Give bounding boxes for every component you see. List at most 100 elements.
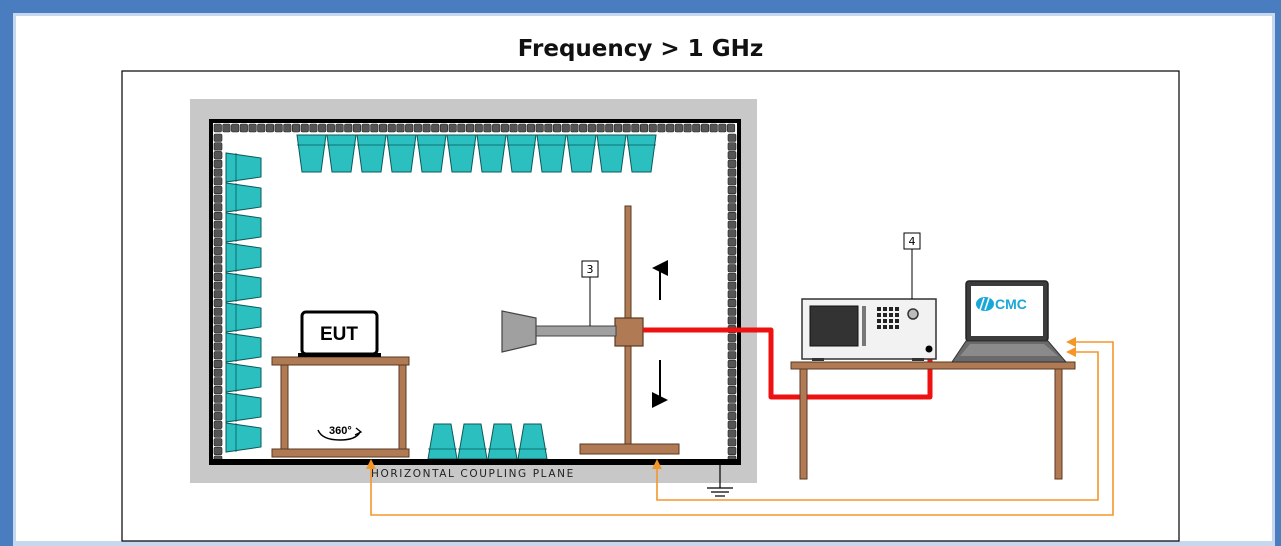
- ferrite-tile: [213, 151, 223, 160]
- rotation-icon: 360°: [317, 425, 363, 441]
- ferrite-tile: [413, 123, 422, 133]
- ferrite-tile: [727, 342, 737, 351]
- ferrite-tile: [727, 307, 737, 316]
- keypad-key: [877, 313, 881, 317]
- ferrite-tile: [727, 403, 737, 412]
- ferrite-tile: [213, 159, 223, 168]
- eut-device: EUT: [298, 310, 381, 357]
- ferrite-tile: [587, 123, 596, 133]
- ferrite-tile: [727, 133, 737, 142]
- ferrite-tile: [596, 123, 605, 133]
- spectrum-analyzer: [801, 298, 937, 361]
- ferrite-tile: [422, 123, 431, 133]
- ferrite-tile: [213, 133, 223, 142]
- ferrite-tile: [683, 123, 692, 133]
- cmc-logo-icon: CMC: [976, 296, 1027, 312]
- absorber: [225, 182, 262, 213]
- absorbers-floor: [427, 423, 548, 460]
- cmc-logo-text: CMC: [995, 296, 1027, 312]
- ferrite-tile: [213, 385, 223, 395]
- ferrite-tile: [648, 123, 657, 133]
- ferrite-tile: [727, 412, 737, 421]
- ferrite-tile: [727, 359, 737, 369]
- keypad-key: [895, 319, 899, 323]
- absorber: [225, 242, 262, 273]
- ferrite-tile: [439, 123, 449, 133]
- ferrite-tile: [248, 123, 257, 133]
- ferrite-tile: [483, 123, 492, 133]
- laptop: CMC: [951, 280, 1068, 363]
- ferrite-tile: [213, 342, 223, 351]
- ferrite-tile: [213, 238, 223, 247]
- ferrite-tile: [518, 123, 527, 133]
- ferrite-tile: [396, 123, 405, 133]
- ferrite-tile: [465, 123, 475, 133]
- eut-table: [271, 356, 410, 458]
- ferrite-tile: [257, 123, 266, 133]
- ferrite-tile: [309, 123, 318, 133]
- ferrite-tile: [727, 272, 737, 282]
- ferrite-tile: [352, 123, 362, 133]
- ferrite-tile: [727, 203, 737, 212]
- absorber: [536, 134, 567, 173]
- keypad-key: [883, 319, 887, 323]
- ferrite-tile: [552, 123, 562, 133]
- ferrite-tile: [387, 123, 396, 133]
- ferrite-tile: [674, 123, 683, 133]
- absorber: [225, 392, 262, 423]
- ferrite-tile: [213, 351, 223, 360]
- ferrite-tile: [727, 255, 737, 264]
- absorber: [225, 422, 262, 453]
- ferrite-tile: [727, 264, 737, 273]
- ferrite-tile: [405, 123, 414, 133]
- ferrite-tile: [213, 429, 223, 438]
- keypad-key: [889, 325, 893, 329]
- horn-antenna: [501, 310, 617, 353]
- ferrite-tile: [457, 123, 466, 133]
- ferrite-tile: [727, 229, 737, 238]
- chamber-interior: [209, 119, 741, 465]
- ferrite-tile: [709, 123, 718, 133]
- ferrite-tile: [727, 238, 737, 247]
- ferrite-tile: [213, 446, 223, 456]
- ferrite-tile: [500, 123, 509, 133]
- ferrite-tile: [213, 368, 223, 377]
- frame-bottom-rule: [13, 541, 1275, 546]
- ferrite-tile: [727, 194, 737, 203]
- ferrite-tile: [639, 123, 649, 133]
- ferrite-tile: [727, 168, 737, 177]
- ferrite-tile: [727, 385, 737, 395]
- ferrite-tile: [526, 123, 536, 133]
- absorber: [506, 134, 537, 173]
- ferrite-tile: [213, 272, 223, 282]
- ferrite-tile: [727, 429, 737, 438]
- absorbers-ceiling: [296, 134, 657, 173]
- absorber: [225, 332, 262, 363]
- ferrite-tile: [727, 351, 737, 360]
- ferrite-tile: [213, 307, 223, 316]
- absorbers-left-wall: [225, 152, 262, 453]
- absorber: [326, 134, 357, 173]
- keypad-key: [883, 307, 887, 311]
- ferrite-tile: [318, 123, 327, 133]
- ferrite-tile: [213, 194, 223, 203]
- ferrite-tile: [570, 123, 579, 133]
- callout-analyzer-label: 4: [909, 235, 916, 248]
- absorber: [476, 134, 507, 173]
- ferrite-tile: [326, 123, 335, 133]
- ferrite-tile: [213, 420, 223, 429]
- ferrite-tile: [727, 142, 737, 151]
- ferrite-tile: [265, 123, 275, 133]
- ferrite-tile: [726, 123, 736, 133]
- ferrite-tile: [727, 298, 737, 308]
- ferrite-tile: [622, 123, 631, 133]
- ferrite-tile: [213, 290, 223, 299]
- keypad-key: [883, 313, 887, 317]
- ferrite-tile: [378, 123, 388, 133]
- absorber: [225, 152, 262, 183]
- ferrite-tile: [579, 123, 588, 133]
- ferrite-tile: [535, 123, 544, 133]
- absorber: [296, 134, 327, 173]
- absorber: [356, 134, 387, 173]
- ferrite-tile: [213, 333, 223, 342]
